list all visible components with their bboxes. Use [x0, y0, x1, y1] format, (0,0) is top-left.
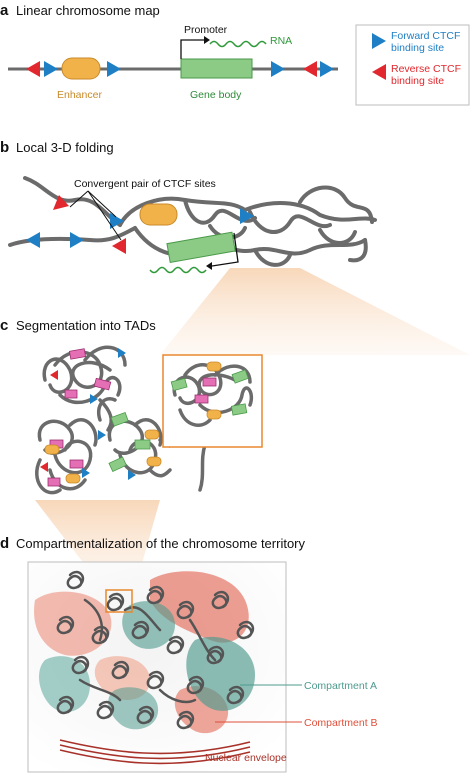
rna-transcript — [209, 40, 267, 48]
panel-d-title: Compartmentalization of the chromosome t… — [16, 536, 306, 551]
panel-b: b Local 3-D folding — [0, 139, 470, 355]
promoter-arrowhead — [204, 36, 210, 44]
nuclear-envelope-label: Nuclear envelope — [205, 752, 287, 764]
reverse-ctcf-site — [26, 61, 40, 77]
reverse-ctcf-site — [112, 238, 126, 254]
convergent-pair-label: Convergent pair of CTCF sites — [74, 178, 216, 190]
chromatin-knots — [56, 570, 255, 730]
panel-a-letter: a — [0, 2, 9, 19]
panel-d: d Compartmentalization of the chromosome… — [0, 535, 378, 773]
pointer-line — [87, 190, 117, 218]
forward-ctcf-site — [320, 61, 334, 77]
forward-ctcf-site — [271, 61, 285, 77]
promoter-arrowhead-b — [206, 262, 212, 270]
panel-a-title: Linear chromosome map — [16, 3, 160, 18]
gene-body-b — [166, 231, 236, 263]
panel-c: c Segmentation into TADs — [0, 317, 263, 595]
tad-highlighted — [170, 361, 254, 427]
highlight-box-d — [105, 589, 133, 613]
forward-ctcf-site — [107, 61, 121, 77]
zoom-funnel-b — [160, 268, 470, 355]
pointer-line — [69, 190, 89, 208]
reverse-ctcf-site — [53, 195, 69, 210]
compartment-a-label: Compartment A — [304, 680, 377, 692]
enhancer-element — [61, 57, 101, 80]
gene-body-label: Gene body — [190, 89, 242, 101]
nuclear-envelope — [59, 739, 251, 765]
compartment-a-regions — [38, 601, 255, 730]
panel-d-letter: d — [0, 535, 9, 552]
promoter-arrow — [180, 39, 204, 59]
gene-body — [180, 58, 253, 79]
pointer-line — [87, 190, 122, 241]
forward-ctcf-site — [44, 61, 58, 77]
legend-reverse-icon — [372, 64, 386, 80]
enhancer-element-b — [139, 203, 178, 226]
legend-reverse-line2: binding site — [391, 75, 444, 87]
promoter-arrow-b — [211, 232, 239, 267]
reverse-ctcf-site — [303, 61, 317, 77]
legend-reverse-line1: Reverse CTCF — [391, 63, 461, 75]
tad-2 — [35, 417, 98, 495]
panel-c-letter: c — [0, 317, 8, 334]
forward-ctcf-site — [110, 213, 124, 229]
tail-fiber — [198, 443, 207, 492]
panel-b-letter: b — [0, 139, 9, 156]
forward-ctcf-site — [70, 232, 84, 248]
forward-ctcf-site — [26, 232, 40, 248]
rna-transcript-b — [149, 266, 207, 274]
panel-b-title: Local 3-D folding — [16, 140, 114, 155]
legend-forward-line2: binding site — [391, 42, 444, 54]
panel-c-title: Segmentation into TADs — [16, 318, 156, 333]
forward-ctcf-site — [240, 208, 254, 224]
legend-forward-line1: Forward CTCF — [391, 30, 460, 42]
promoter-label: Promoter — [184, 24, 228, 36]
panel-a: a Linear chromosome map Enhancer Gene bo… — [0, 2, 470, 106]
compartment-b-label: Compartment B — [304, 717, 378, 729]
enhancer-label: Enhancer — [57, 89, 102, 101]
rna-label: RNA — [270, 35, 292, 47]
legend-forward-icon — [372, 33, 386, 49]
